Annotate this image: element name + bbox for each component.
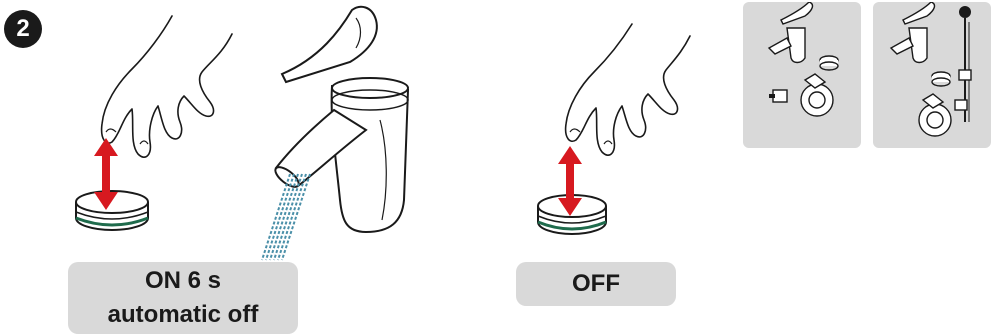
water-stream xyxy=(256,170,316,262)
label-on: ON 6 s automatic off xyxy=(68,262,298,334)
double-vertical-arrow-icon xyxy=(94,138,118,210)
double-vertical-arrow-icon-off xyxy=(558,146,582,216)
faucet-set-icon xyxy=(743,2,861,148)
variant-thumbnail-2 xyxy=(873,2,991,148)
variant-thumbnail-1 xyxy=(743,2,861,148)
faucet-shower-set-icon xyxy=(873,2,991,148)
label-on-line1: ON 6 s xyxy=(68,264,298,298)
label-on-line2: automatic off xyxy=(68,298,298,332)
step-number-badge: 2 xyxy=(4,10,42,48)
label-off: OFF xyxy=(516,262,676,306)
